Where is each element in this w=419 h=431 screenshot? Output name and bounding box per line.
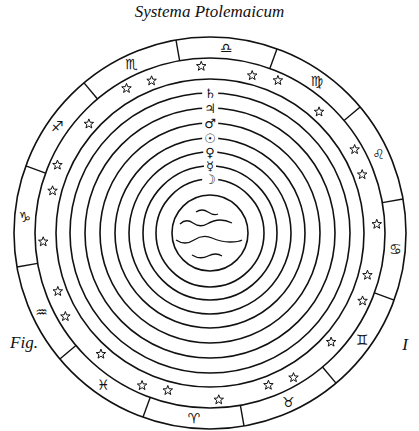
zodiac-sign: ♏ bbox=[125, 57, 138, 71]
continent-line bbox=[196, 210, 218, 215]
planet-symbol: ♃ bbox=[202, 101, 218, 116]
star-symbol bbox=[61, 312, 71, 321]
earth-globe bbox=[172, 195, 248, 271]
star-symbol bbox=[289, 373, 299, 382]
star-symbol bbox=[197, 61, 207, 70]
mercury-orbit bbox=[143, 166, 277, 300]
planet-symbol: ♀ bbox=[203, 145, 217, 160]
planet-symbol: ☽ bbox=[202, 172, 218, 187]
planet-symbol: ♄ bbox=[202, 86, 218, 101]
star-symbol bbox=[357, 170, 367, 179]
star-symbol bbox=[326, 337, 336, 346]
star-symbol bbox=[53, 286, 63, 295]
zodiac-divider bbox=[374, 293, 394, 300]
earth-continents bbox=[176, 210, 242, 258]
zodiac-divider bbox=[143, 397, 150, 417]
zodiac-sign: ♒ bbox=[35, 305, 48, 319]
zodiac-divider bbox=[240, 405, 244, 426]
outer-sphere bbox=[14, 37, 406, 429]
sun-orbit bbox=[115, 138, 305, 328]
star-symbol bbox=[350, 145, 360, 154]
star-symbol bbox=[247, 71, 257, 80]
zodiac-divider bbox=[26, 166, 46, 173]
zodiac-sign: ♌ bbox=[372, 147, 385, 161]
fixed-stars-ring bbox=[56, 79, 364, 387]
zodiac-sign: ♎ bbox=[220, 41, 233, 55]
celestial-spheres bbox=[14, 37, 406, 429]
zodiac-sign: ♊ bbox=[356, 333, 369, 347]
star-symbol bbox=[358, 296, 368, 305]
fixed-stars bbox=[38, 61, 381, 404]
zodiac-sign: ♋ bbox=[389, 242, 402, 256]
saturn-orbit bbox=[70, 93, 350, 373]
zodiac-divider bbox=[382, 199, 403, 203]
zodiac-divider bbox=[344, 107, 360, 120]
star-symbol bbox=[137, 381, 147, 390]
figure-label: Fig. bbox=[10, 334, 38, 351]
star-symbol bbox=[273, 75, 283, 84]
zodiac-divider bbox=[270, 49, 277, 69]
zodiac-sign: ♉ bbox=[282, 395, 295, 409]
star-symbol bbox=[363, 270, 373, 279]
star-symbol bbox=[53, 160, 63, 169]
star-symbol bbox=[314, 107, 324, 116]
zodiac-sign: ♈ bbox=[188, 411, 201, 425]
star-symbol bbox=[122, 83, 132, 92]
zodiac-sign: ♑ bbox=[18, 210, 31, 224]
jupiter-orbit bbox=[85, 108, 335, 358]
star-symbol bbox=[163, 385, 173, 394]
moon-orbit bbox=[156, 179, 264, 287]
zodiac-sign: ♓ bbox=[97, 378, 110, 392]
zodiac-sign: ♍ bbox=[310, 74, 323, 88]
planet-symbol: ☉ bbox=[202, 131, 218, 146]
figure-number: I bbox=[402, 336, 408, 353]
zodiac-divider bbox=[17, 263, 38, 267]
star-symbol bbox=[264, 380, 274, 389]
star-symbol bbox=[38, 237, 48, 246]
star-symbol bbox=[372, 219, 382, 228]
star-symbol bbox=[84, 119, 94, 128]
mars-orbit bbox=[100, 123, 320, 343]
diagram-title: Systema Ptolemaicum bbox=[135, 3, 285, 22]
zodiac-divider bbox=[60, 345, 76, 358]
zodiac-divider bbox=[322, 367, 335, 383]
planet-symbol: ♂ bbox=[202, 116, 218, 131]
venus-orbit bbox=[129, 152, 291, 314]
star-symbol bbox=[48, 186, 58, 195]
zodiac-divider bbox=[176, 40, 180, 61]
zodiac-sign: ♐ bbox=[51, 119, 64, 133]
star-symbol bbox=[96, 349, 106, 358]
star-symbol bbox=[214, 395, 224, 404]
continent-line bbox=[192, 254, 222, 258]
continent-line bbox=[176, 236, 242, 243]
zodiac-dividers bbox=[17, 40, 403, 426]
zodiac-inner-ring bbox=[35, 58, 385, 408]
star-symbol bbox=[147, 76, 157, 85]
zodiac-divider bbox=[84, 83, 97, 99]
continent-line bbox=[180, 220, 232, 226]
